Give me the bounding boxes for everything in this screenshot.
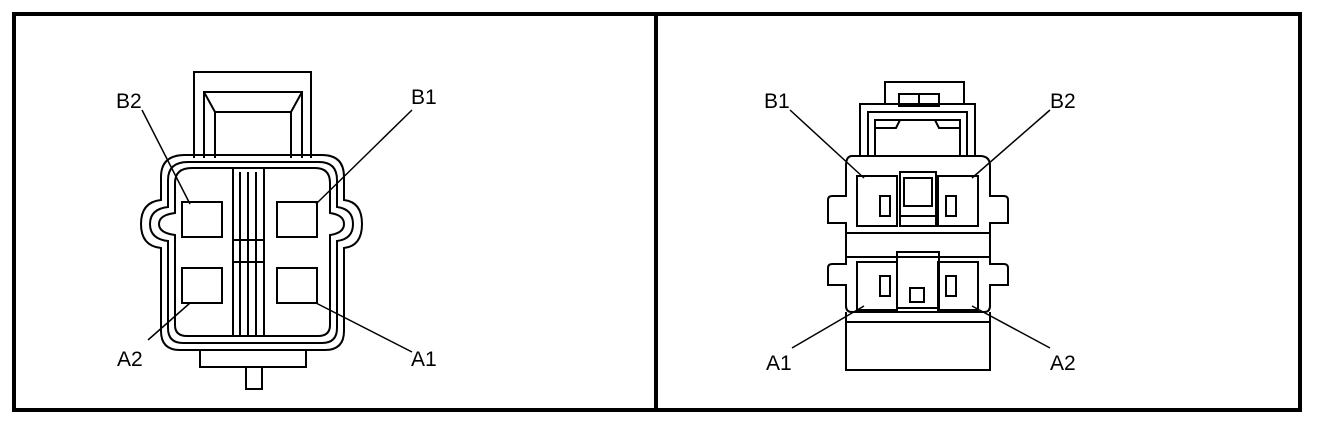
right-upper-terminals [856, 171, 979, 227]
pin-label-b2: B2 [116, 90, 142, 113]
left-connector-panel: B2 B1 A2 A1 [116, 71, 437, 390]
pin-label-b1: B1 [411, 86, 437, 109]
left-center-divider [232, 168, 265, 336]
left-locking-tab [193, 71, 312, 158]
pin-label-right-a2: A2 [1050, 352, 1076, 375]
leader-line-right-a1 [791, 305, 865, 349]
left-cavity-b2 [181, 201, 223, 238]
pin-label-right-a1: A1 [766, 352, 792, 375]
leader-line-b2 [141, 109, 191, 205]
left-cavity-a1 [276, 267, 318, 304]
pin-label-right-b2: B2 [1050, 90, 1076, 113]
left-cavity-a2 [181, 267, 223, 304]
leader-line-right-b1 [789, 109, 865, 179]
leader-line-a1 [315, 302, 413, 353]
right-lower-terminals [856, 251, 979, 311]
leader-line-b1 [315, 109, 413, 205]
right-top-latch [859, 81, 976, 156]
left-terminal-cavities [181, 201, 318, 304]
left-connector-body [139, 154, 364, 351]
right-connector-panel: B1 B2 A1 A2 [764, 81, 1076, 375]
pin-label-a2: A2 [117, 348, 143, 371]
leader-line-right-a2 [971, 305, 1051, 349]
leader-line-a2 [147, 302, 191, 341]
right-center-bar [845, 232, 991, 258]
pin-label-a1: A1 [411, 348, 437, 371]
left-cavity-b1 [276, 201, 318, 238]
leader-line-right-b2 [971, 109, 1051, 179]
right-bottom-skirt [845, 312, 991, 371]
left-bottom-key [199, 350, 307, 390]
pin-label-right-b1: B1 [764, 90, 790, 113]
